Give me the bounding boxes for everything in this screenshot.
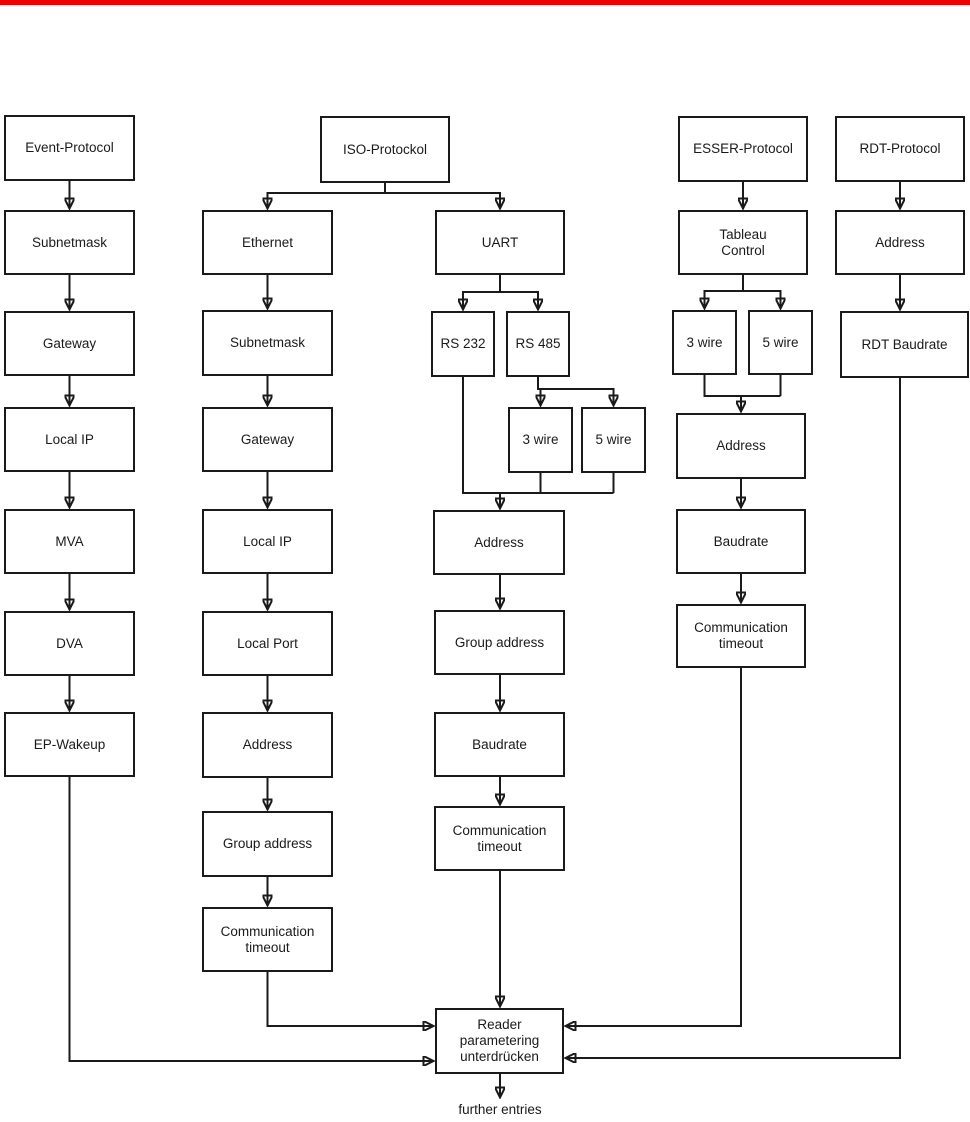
node-5-wire-esser: 5 wire xyxy=(748,310,813,375)
node-esser-protocol: ESSER-Protocol xyxy=(678,116,808,182)
node-ep-wakeup: EP-Wakeup xyxy=(4,712,135,777)
node-event-protocol: Event-Protocol xyxy=(4,115,135,181)
node-uart: UART xyxy=(435,210,565,275)
top-red-bar xyxy=(0,0,970,5)
node-address-uart: Address xyxy=(433,510,565,575)
node-local-ip-ethernet: Local IP xyxy=(202,509,333,574)
further-entries-label: further entries xyxy=(458,1102,542,1117)
connectors-rdt-branch xyxy=(566,182,900,1058)
node-dva: DVA xyxy=(4,611,135,676)
connectors-uart-branch xyxy=(463,275,614,1006)
node-group-address-uart: Group address xyxy=(434,610,565,675)
node-local-ip-event: Local IP xyxy=(4,407,135,472)
node-ethernet: Ethernet xyxy=(202,210,333,275)
node-rdt-baudrate: RDT Baudrate xyxy=(840,311,969,378)
node-tableau-control: Tableau Control xyxy=(678,210,808,275)
node-communication-timeout-uart: Communication timeout xyxy=(434,806,565,871)
connectors-iso-split xyxy=(268,183,501,208)
node-rs485: RS 485 xyxy=(506,311,570,377)
node-reader-parametering-unterdruecken: Reader parametering unterdrücken xyxy=(435,1008,564,1074)
node-mva: MVA xyxy=(4,509,135,574)
node-3-wire-uart: 3 wire xyxy=(508,407,573,473)
node-rdt-protocol: RDT-Protocol xyxy=(835,116,965,182)
node-5-wire-uart: 5 wire xyxy=(581,407,646,473)
node-subnetmask-event: Subnetmask xyxy=(4,210,135,275)
connectors-esser-branch xyxy=(566,182,781,1026)
node-gateway-ethernet: Gateway xyxy=(202,407,333,472)
node-gateway-event: Gateway xyxy=(4,311,135,376)
node-3-wire-esser: 3 wire xyxy=(672,310,737,375)
node-baudrate-esser: Baudrate xyxy=(676,509,806,574)
node-communication-timeout-esser: Communication timeout xyxy=(676,604,806,668)
node-address-ethernet: Address xyxy=(202,712,333,778)
node-group-address-ethernet: Group address xyxy=(202,811,333,877)
node-baudrate-uart: Baudrate xyxy=(434,712,565,777)
node-address-esser: Address xyxy=(676,413,806,479)
connectors-ethernet-column xyxy=(268,275,434,1026)
connectors-event-column xyxy=(70,181,434,1061)
node-address-rdt: Address xyxy=(835,210,965,275)
node-iso-protockol: ISO-Protockol xyxy=(320,116,450,183)
node-communication-timeout-ethernet: Communication timeout xyxy=(202,907,333,972)
node-local-port: Local Port xyxy=(202,611,333,676)
node-subnetmask-ethernet: Subnetmask xyxy=(202,310,333,376)
node-rs232: RS 232 xyxy=(431,311,495,377)
